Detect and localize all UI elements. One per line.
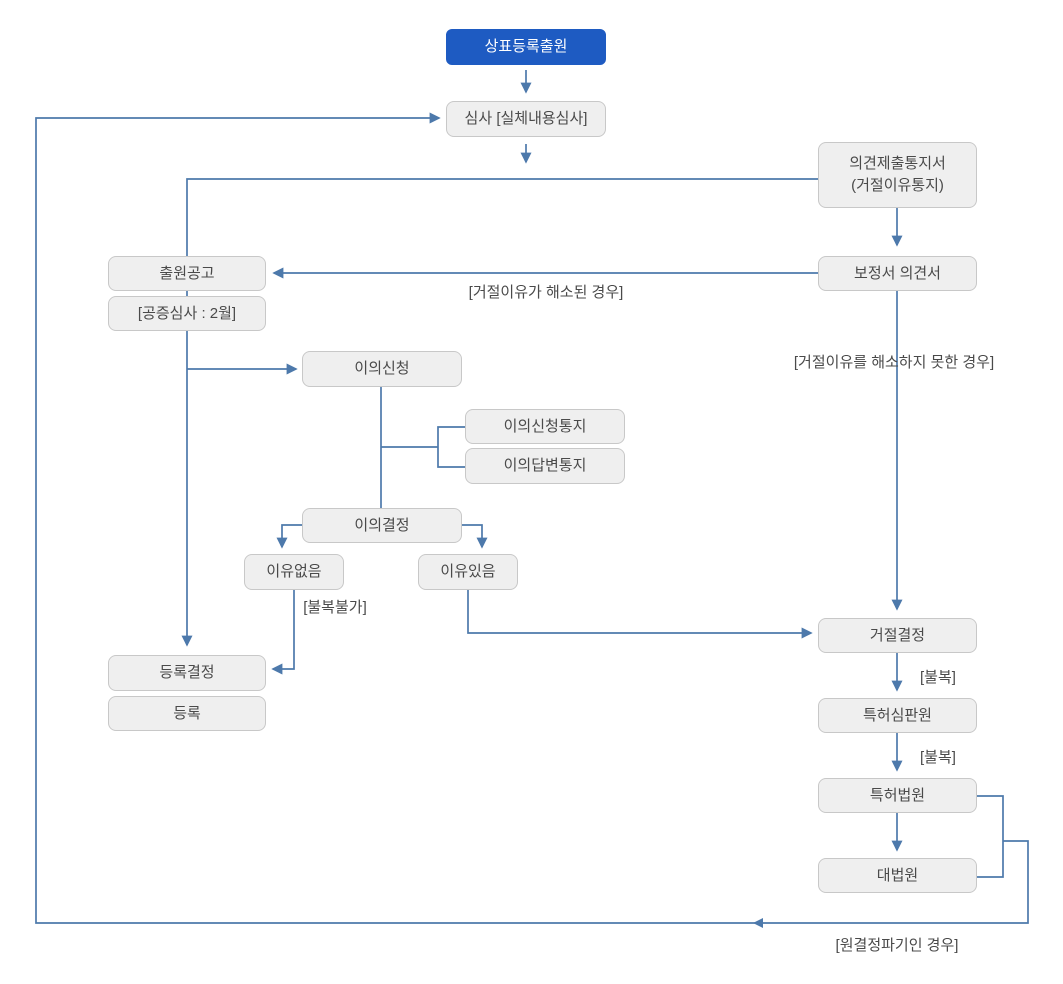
edge-nogrounds-to-registration-decision [271,590,295,675]
node-rejection-decision: 거절결정 [818,618,977,653]
label-reason-not-resolved: [거절이유를 해소하지 못한 경우] [793,354,995,371]
node-registration: 등록 [108,696,266,731]
edge-objection-bracket [381,426,465,468]
node-objection-decision-label: 이의결정 [354,516,410,534]
edge-rail-to-registration-decision [181,178,818,647]
node-supreme-court-label: 대법원 [876,866,919,884]
node-exam-label: 심사 [실체내용심사] [464,110,588,128]
node-start: 상표등록출원 [446,29,606,65]
node-public-exam: [공증심사 : 2월] [108,296,266,331]
node-opinion-notice-line2: (거절이유통지) [851,177,944,194]
node-amendment-label: 보정서 의견서 [854,264,941,282]
node-grounds: 이유있음 [418,554,518,590]
node-start-label: 상표등록출원 [484,38,568,56]
node-objection-notice-label: 이의신청통지 [503,417,587,435]
node-patent-court-label: 특허법원 [869,786,926,804]
node-opinion-notice-line1: 의견제출통지서 [849,155,946,173]
node-public-exam-label: [공증심사 : 2월] [137,304,237,322]
node-objection: 이의신청 [302,351,462,387]
node-objection-decision: 이의결정 [302,508,462,543]
node-registration-decision-label: 등록결정 [159,664,215,682]
node-grounds-label: 이유있음 [440,563,496,581]
edge-decision-to-grounds [462,524,488,549]
node-rejection-decision-label: 거절결정 [869,626,926,644]
node-exam: 심사 [실체내용심사] [446,101,606,137]
node-publication: 출원공고 [108,256,266,291]
node-objection-reply: 이의답변통지 [465,448,625,484]
node-patent-tribunal-label: 특허심판원 [862,706,932,724]
node-objection-reply-label: 이의답변통지 [503,457,587,475]
node-objection-notice: 이의신청통지 [465,409,625,444]
node-no-grounds: 이유없음 [244,554,344,590]
label-no-appeal: [불복불가] [303,599,367,616]
node-registration-decision: 등록결정 [108,655,266,691]
node-patent-court: 특허법원 [818,778,977,813]
node-objection-label: 이의신청 [354,360,410,378]
node-amendment: 보정서 의견서 [818,256,977,291]
edge-grounds-to-rejection [467,590,813,639]
label-reason-resolved: [거절이유가 해소된 경우] [468,284,624,301]
edge-courts-join [977,795,1004,878]
label-appeal-2: [불복] [920,749,956,766]
node-publication-label: 출원공고 [159,264,215,282]
edge-feedback-loop [35,112,1029,924]
label-original-decision-reversed: [원결정파기인 경우] [835,937,959,954]
node-patent-tribunal: 특허심판원 [818,698,977,733]
node-opinion-notice: 의견제출통지서 (거절이유통지) [818,142,977,208]
label-appeal-1: [불복] [920,669,956,686]
node-supreme-court: 대법원 [818,858,977,893]
node-registration-label: 등록 [173,704,201,722]
node-no-grounds-label: 이유없음 [266,563,322,581]
feedback-midline-arrowhead [753,918,763,928]
edge-decision-to-nogrounds [276,524,302,549]
